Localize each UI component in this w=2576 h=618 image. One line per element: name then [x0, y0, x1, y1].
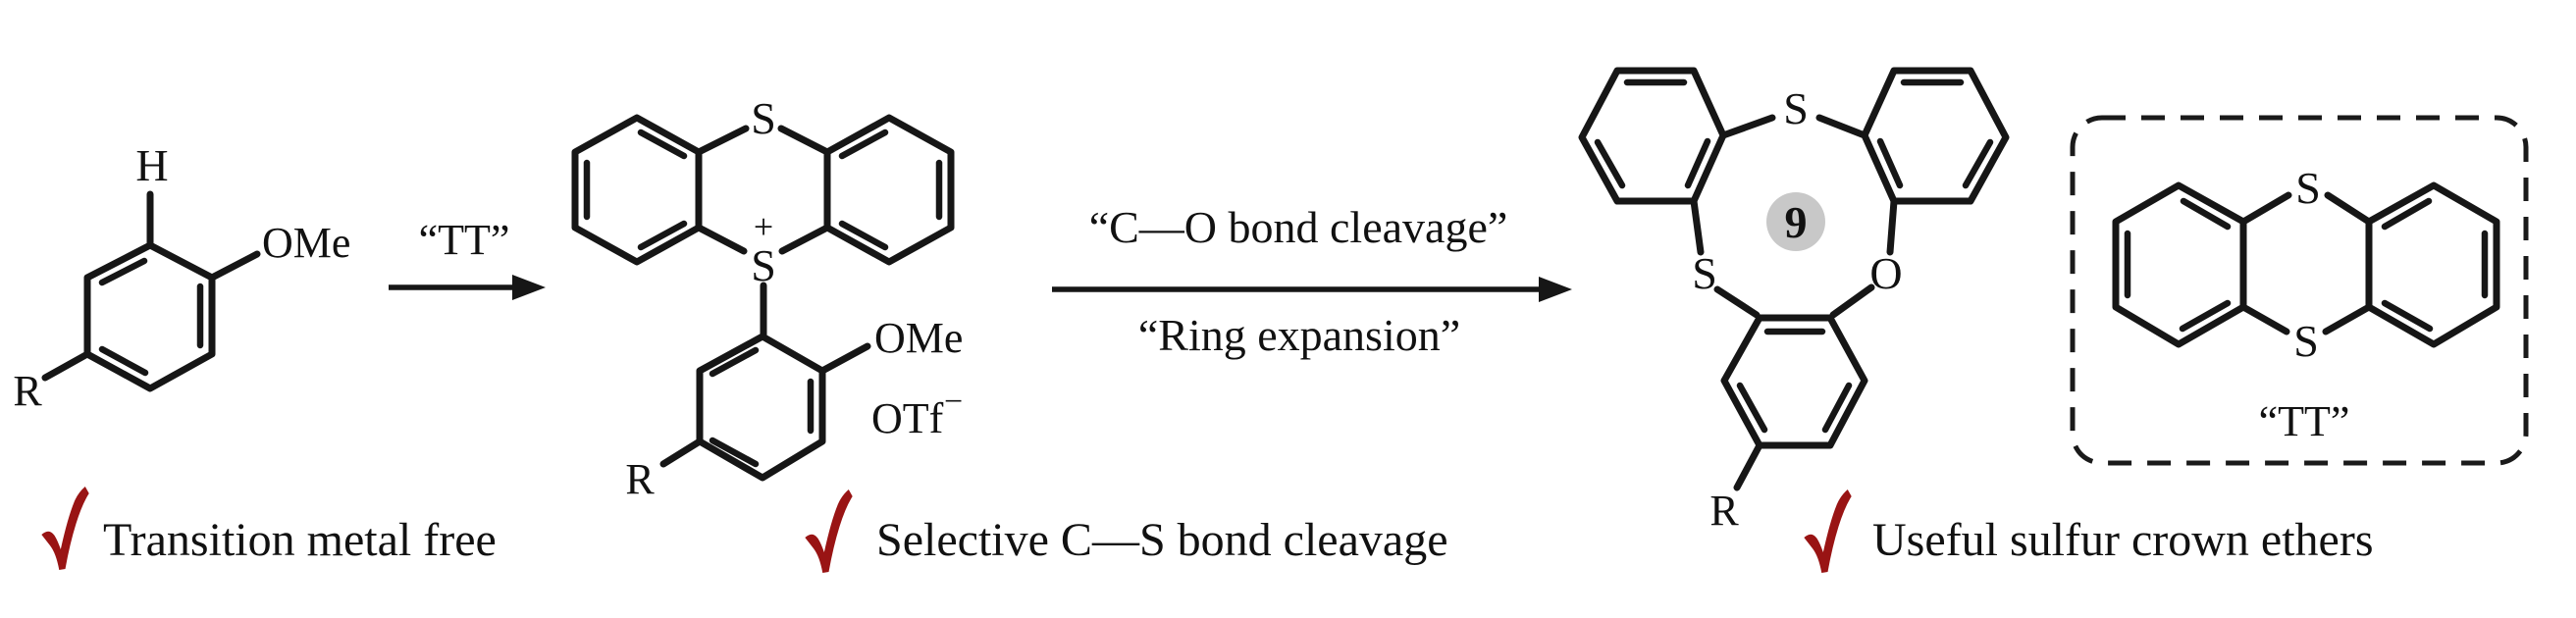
arrow-head — [1539, 277, 1572, 302]
highlight-selective-cs-cleavage: Selective C—S bond cleavage — [805, 489, 1448, 573]
central-ring-bonds — [695, 125, 831, 338]
upper-left-benzo-ring — [1578, 67, 1727, 205]
benzene-ring — [83, 241, 216, 392]
central-ring-bonds — [2239, 191, 2373, 335]
benzene-double-bonds — [98, 257, 204, 377]
right-benzo-double-bonds — [838, 129, 943, 251]
r-group-label: R — [625, 455, 655, 503]
aryl-substituent-bonds — [659, 342, 871, 468]
highlight-label: Useful sulfur crown ethers — [1872, 514, 2374, 566]
left-benzo-double-bonds — [583, 129, 688, 251]
reactant-structure: H OMe R — [13, 140, 350, 415]
tt-box-caption: “TT” — [2259, 397, 2350, 445]
bottom-benzo-ring — [1720, 314, 1868, 449]
right-benzo-ring — [823, 114, 955, 266]
thianthrenium-salt-structure: S + S OMe OTf − R — [571, 93, 963, 503]
left-benzo-ring — [2112, 181, 2247, 348]
highlight-useful-crown-ethers: Useful sulfur crown ethers — [1804, 489, 2374, 573]
reaction-arrow-1: “TT” — [389, 216, 546, 300]
checkmark-icon — [1804, 489, 1852, 573]
ome-group-label: OMe — [262, 219, 350, 267]
upper-right-benzo-ring — [1861, 67, 2010, 205]
highlight-label: Selective C—S bond cleavage — [876, 514, 1448, 566]
sulfur-top-label: S — [751, 93, 776, 143]
aryl-double-bonds — [709, 346, 815, 468]
bottom-double-bonds — [1736, 328, 1853, 434]
arrow-head — [512, 275, 546, 300]
left-benzo-ring — [571, 114, 703, 266]
arrow2-condition-top: “C—O bond cleavage” — [1089, 202, 1508, 252]
sulfur-bottom-label: S — [2293, 316, 2319, 366]
r-group-label: R — [1709, 487, 1739, 535]
right-benzo-double-bonds — [2381, 197, 2489, 333]
checkmark-icon — [41, 487, 89, 570]
right-benzo-ring — [2365, 181, 2500, 348]
h-atom-label: H — [135, 140, 168, 190]
triflate-minus-sign: − — [944, 384, 963, 420]
sulfur-top-label: S — [1783, 83, 1809, 133]
sulfur-left-label: S — [1692, 248, 1717, 298]
arrow1-reagent-label: “TT” — [419, 216, 510, 264]
arrow2-condition-bottom: “Ring expansion” — [1138, 310, 1460, 360]
reaction-arrow-2: “C—O bond cleavage” “Ring expansion” — [1052, 202, 1572, 360]
highlight-transition-metal-free: Transition metal free — [41, 487, 497, 570]
left-benzo-double-bonds — [2124, 197, 2232, 333]
tt-reagent-box: S S “TT” — [2070, 115, 2529, 466]
sulfonium-label: S — [751, 240, 776, 290]
substituent-bonds — [41, 190, 261, 382]
upper-left-double-bonds — [1594, 78, 1711, 189]
ome-group-label: OMe — [874, 314, 963, 362]
oxygen-label: O — [1869, 248, 1902, 298]
product-structure: S S O 9 R — [1578, 67, 2010, 535]
upper-right-double-bonds — [1876, 78, 1994, 189]
dashed-border — [2070, 115, 2529, 466]
aryl-ring — [696, 333, 826, 482]
highlight-label: Transition metal free — [103, 514, 497, 566]
macrocycle-linker-bonds — [1690, 114, 1898, 491]
compound-number: 9 — [1785, 197, 1808, 247]
r-group-label: R — [13, 367, 42, 415]
triflate-counterion-label: OTf — [871, 394, 944, 442]
compound-number-badge — [1766, 192, 1825, 251]
sulfur-top-label: S — [2295, 163, 2321, 213]
checkmark-icon — [805, 489, 853, 573]
positive-charge-label: + — [754, 207, 773, 246]
